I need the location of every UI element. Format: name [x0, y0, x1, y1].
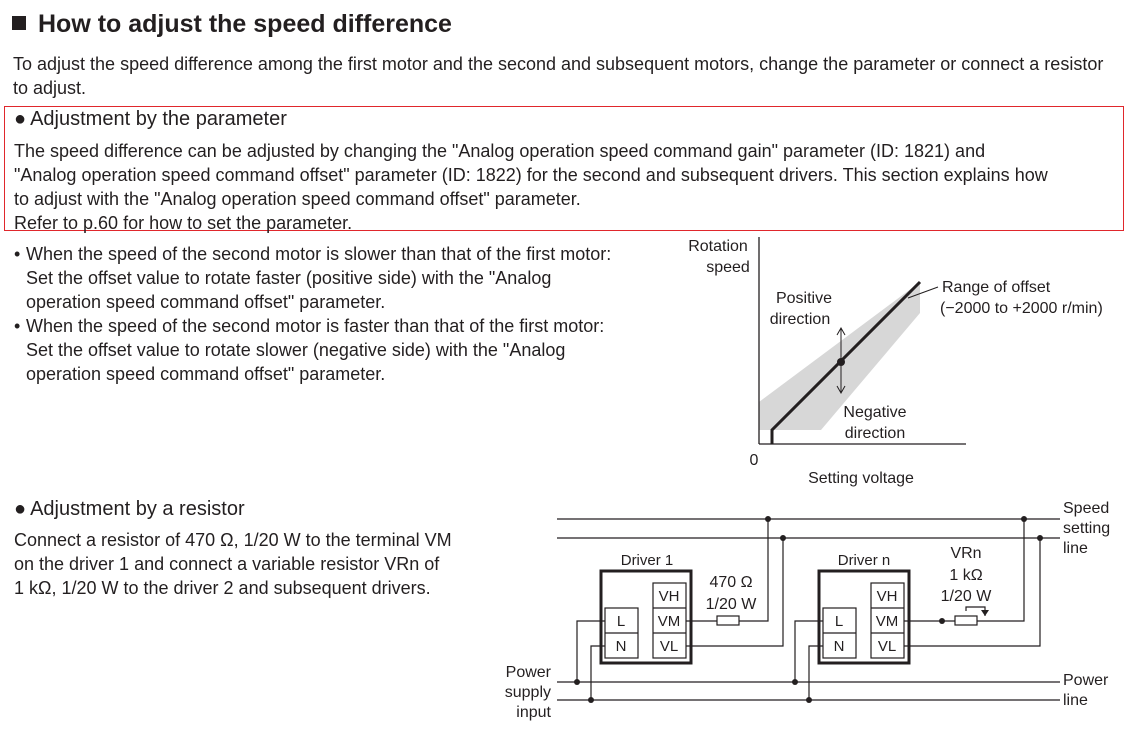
driver-1-box: [599, 569, 693, 665]
resistor-line: 1 kΩ, 1/20 W to the driver 2 and subsequ…: [14, 578, 431, 598]
junction-dot: [1037, 535, 1043, 541]
junction-dot: [780, 535, 786, 541]
param-section-title: ●Adjustment by the parameter: [14, 108, 287, 131]
resistor-section-body: Connect a resistor of 470 Ω, 1/20 W to t…: [14, 528, 494, 600]
vrn-value: 1 kΩ: [949, 567, 982, 584]
bullet-line: When the speed of the second motor is sl…: [26, 244, 612, 264]
arrow-down-icon: [836, 385, 846, 395]
junction-dot: [765, 516, 771, 522]
positive-label: direction: [770, 311, 830, 328]
terminal-l: L: [835, 613, 843, 630]
param-section-title-text: Adjustment by the parameter: [30, 108, 287, 130]
terminal-vm: VM: [876, 613, 899, 630]
heading-text: How to adjust the speed difference: [38, 10, 452, 38]
bullet-line: Set the offset value to rotate slower (n…: [26, 340, 566, 360]
x-label: Setting voltage: [808, 470, 914, 487]
speed-line-label: Speed: [1063, 500, 1109, 517]
junction-dot: [1021, 516, 1027, 522]
terminal-n: N: [616, 638, 627, 655]
speed-line-label: setting: [1063, 520, 1110, 537]
bullet-item: • When the speed of the second motor is …: [14, 242, 674, 314]
terminal-n: N: [834, 638, 845, 655]
resistor-value: 470 Ω: [709, 574, 752, 591]
negative-label: direction: [845, 425, 905, 442]
terminal-vl: VL: [878, 638, 896, 655]
param-line: The speed difference can be adjusted by …: [14, 141, 986, 161]
bullet-line: operation speed command offset" paramete…: [26, 364, 386, 384]
offset-range-band: [759, 282, 920, 430]
arrow-up-icon: [836, 326, 846, 336]
terminal-vh: VH: [659, 588, 680, 605]
terminal-vh: VH: [877, 588, 898, 605]
bullet-dot-icon: ●: [14, 498, 27, 520]
bullet-dot-icon: ●: [14, 108, 27, 130]
range-leader-line: [907, 286, 939, 299]
power-input-label: Power: [506, 664, 552, 681]
terminal-l: L: [617, 613, 625, 630]
offset-graph: Rotation speed Positive direction Negati…: [688, 237, 1103, 487]
positive-label: Positive: [776, 290, 832, 307]
range-label: Range of offset: [942, 279, 1051, 296]
param-line: "Analog operation speed command offset" …: [14, 165, 1048, 185]
bullet-dot-icon: •: [14, 244, 21, 264]
param-line: to adjust with the "Analog operation spe…: [14, 189, 581, 209]
wiring-diagram: Driver 1 Driver n VH VM VL L N VH VM VL …: [505, 500, 1110, 721]
power-line-label: Power: [1063, 672, 1109, 689]
highlight-box: [4, 106, 1124, 231]
resistor-line: on the driver 1 and connect a variable r…: [14, 554, 440, 574]
bullet-line: operation speed command offset" paramete…: [26, 292, 386, 312]
condition-bullets: • When the speed of the second motor is …: [14, 242, 674, 386]
y-label: Rotation: [688, 238, 748, 255]
junction-dot: [574, 679, 580, 685]
bullet-line: When the speed of the second motor is fa…: [26, 316, 605, 336]
resistor-section-title-text: Adjustment by a resistor: [30, 498, 245, 520]
square-bullet-icon: [12, 16, 26, 30]
offset-point: [837, 358, 845, 366]
vrn-wattage: 1/20 W: [941, 588, 993, 605]
driver-1-label: Driver 1: [621, 552, 674, 569]
section-heading: How to adjust the speed difference: [12, 10, 452, 39]
range-label: (−2000 to +2000 r/min): [940, 300, 1103, 317]
power-input-label: input: [516, 704, 551, 721]
power-input-label: supply: [505, 684, 551, 701]
power-line-label: line: [1063, 692, 1088, 709]
param-line: Refer to p.60 for how to set the paramet…: [14, 213, 353, 233]
speed-line-label: line: [1063, 540, 1088, 557]
driver-n-label: Driver n: [838, 552, 891, 569]
junction-dot: [939, 618, 945, 624]
terminal-vm: VM: [658, 613, 681, 630]
variable-resistor-vrn: [954, 615, 978, 626]
junction-dot: [792, 679, 798, 685]
bullet-line: Set the offset value to rotate faster (p…: [26, 268, 552, 288]
wiper-arrow-icon: [981, 610, 989, 616]
resistor-470: [716, 615, 740, 626]
bullet-dot-icon: •: [14, 316, 21, 336]
vrn-label: VRn: [950, 545, 981, 562]
resistor-section-title: ●Adjustment by a resistor: [14, 498, 245, 521]
speed-characteristic-line: [770, 280, 922, 444]
bullet-item: • When the speed of the second motor is …: [14, 314, 674, 386]
resistor-wattage: 1/20 W: [706, 596, 758, 613]
resistor-line: Connect a resistor of 470 Ω, 1/20 W to t…: [14, 530, 452, 550]
junction-dot: [588, 697, 594, 703]
negative-label: Negative: [843, 404, 906, 421]
param-section-body: The speed difference can be adjusted by …: [14, 139, 1122, 235]
junction-dot: [806, 697, 812, 703]
y-label: speed: [706, 259, 750, 276]
origin-label: 0: [750, 452, 759, 469]
driver-n-box: [817, 569, 911, 665]
intro-paragraph: To adjust the speed difference among the…: [13, 54, 1104, 98]
terminal-vl: VL: [660, 638, 678, 655]
